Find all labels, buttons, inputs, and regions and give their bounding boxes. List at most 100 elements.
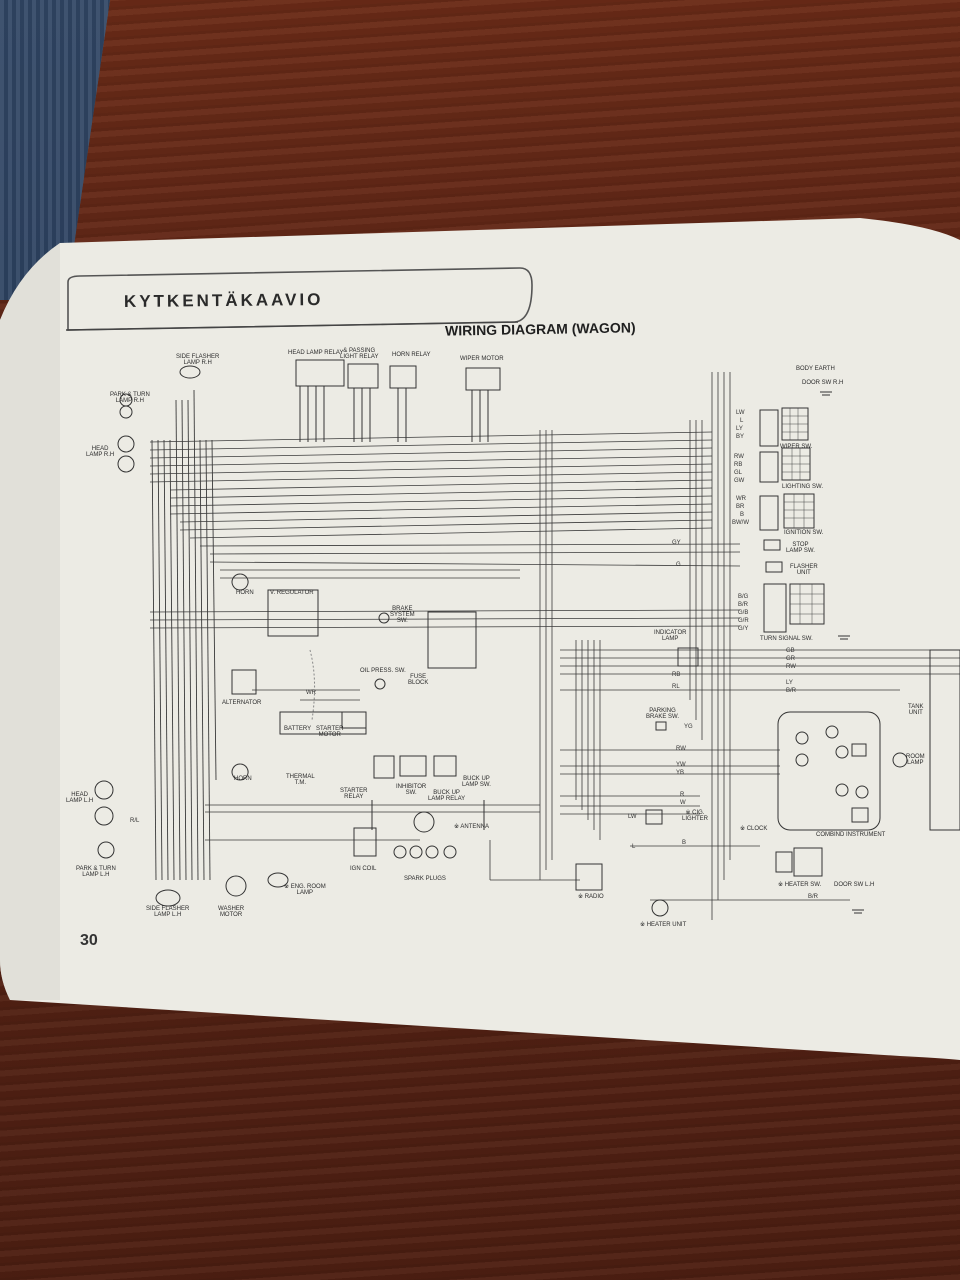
ground-symbols bbox=[820, 391, 864, 914]
wire-code: WR bbox=[306, 690, 316, 696]
label-radio: ※ RADIO bbox=[578, 894, 604, 900]
label-inhibitor-sw: INHIBITOR SW. bbox=[396, 784, 427, 796]
wire-code: GY bbox=[672, 540, 681, 546]
label-horn-relay: HORN RELAY bbox=[392, 352, 431, 358]
label-room-lamp: ROOM LAMP bbox=[906, 754, 925, 766]
wire-code: RL bbox=[672, 684, 680, 690]
wire-code: W bbox=[680, 800, 686, 806]
label-combind-instrument: COMBIND INSTRUMENT bbox=[816, 832, 886, 838]
title-banner bbox=[67, 267, 533, 331]
wire-code: RB bbox=[672, 672, 681, 678]
label-thermal-tm: THERMAL T.M. bbox=[286, 774, 315, 786]
label-tank-unit: TANK UNIT bbox=[908, 704, 924, 716]
wire-code: GR bbox=[786, 656, 795, 662]
wire-code: RW bbox=[734, 454, 744, 460]
wire-code: RW bbox=[676, 746, 686, 752]
header-rule bbox=[65, 321, 519, 331]
wire-code: R bbox=[680, 792, 685, 798]
label-spark-plugs: SPARK PLUGS bbox=[404, 876, 446, 882]
label-lighting-sw: LIGHTING SW. bbox=[782, 484, 824, 490]
lamp-symbols bbox=[94, 365, 908, 917]
wire-code: LW bbox=[736, 410, 745, 416]
wire-code: B bbox=[682, 840, 687, 846]
wire-code: LW bbox=[628, 814, 637, 820]
wire-code: RB bbox=[734, 462, 743, 468]
label-door-sw-rh: DOOR SW R.H bbox=[802, 380, 844, 386]
label-head-lamp-relay: HEAD LAMP RELAY bbox=[288, 350, 344, 356]
switch-matrices bbox=[759, 407, 825, 877]
page-number: 30 bbox=[80, 932, 98, 949]
paper-sheet bbox=[0, 218, 960, 1060]
wire-bus-middle bbox=[149, 609, 960, 901]
wire-code: B/R bbox=[738, 602, 749, 608]
label-starter-motor: STARTER MOTOR bbox=[316, 726, 344, 738]
label-stop-lamp-sw: STOP LAMP SW. bbox=[786, 542, 815, 554]
combination-instrument bbox=[777, 711, 881, 831]
label-wiper-motor: WIPER MOTOR bbox=[460, 356, 504, 362]
wire-code: L bbox=[740, 418, 744, 424]
wire-code: GB bbox=[786, 648, 795, 654]
label-buck-up-lamp-relay: BUCK UP LAMP RELAY bbox=[428, 790, 466, 802]
relay-boxes bbox=[295, 359, 501, 442]
label-starter-relay: STARTER RELAY bbox=[340, 788, 368, 800]
label-parking-brake-sw: PARKING BRAKE SW. bbox=[646, 708, 680, 720]
label-alternator: ALTERNATOR bbox=[222, 700, 262, 706]
wire-code: G bbox=[676, 562, 681, 568]
wire-code: R/L bbox=[130, 818, 140, 824]
label-head-lamp-lh: HEAD LAMP L.H bbox=[66, 792, 94, 804]
label-ignition-sw: IGNITION SW. bbox=[784, 530, 824, 536]
wire-code: BY bbox=[736, 434, 745, 440]
label-horn-1: HORN bbox=[236, 590, 254, 596]
label-door-sw-lh: DOOR SW L.H bbox=[834, 882, 875, 888]
wire-code: GL bbox=[734, 470, 743, 476]
wire-code: WR bbox=[736, 496, 746, 502]
wire-code: LY bbox=[786, 680, 793, 686]
page-title-finnish: KYTKENTÄKAAVIO bbox=[123, 289, 324, 312]
wire-code: G/Y bbox=[738, 626, 749, 632]
label-battery: BATTERY bbox=[284, 726, 312, 732]
switch-grid-lines bbox=[782, 408, 824, 624]
label-v-regulator: V. REGULATOR bbox=[270, 590, 314, 596]
label-oil-press-sw: OIL PRESS. SW. bbox=[360, 668, 406, 674]
label-indicator-lamp: INDICATOR LAMP bbox=[654, 630, 687, 642]
label-flasher-unit: FLASHER UNIT bbox=[790, 564, 818, 576]
label-clock: ※ CLOCK bbox=[740, 826, 768, 832]
wire-code: B/R bbox=[786, 688, 797, 694]
wire-code: GW bbox=[734, 478, 745, 484]
wire-code: B bbox=[740, 512, 745, 518]
label-wiper-sw: WIPER SW. bbox=[780, 444, 813, 450]
label-cig-lighter: ※ CIG. LIGHTER bbox=[682, 810, 709, 822]
component-boxes bbox=[231, 573, 960, 891]
label-fuse-block: FUSE BLOCK bbox=[408, 674, 429, 686]
label-brake-system-sw: BRAKE SYSTEM SW. bbox=[390, 606, 415, 624]
label-side-flasher-lh: SIDE FLASHER LAMP L.H bbox=[146, 906, 190, 918]
wire-code: L bbox=[632, 844, 636, 850]
label-side-flasher-rh: SIDE FLASHER LAMP R.H bbox=[176, 354, 220, 366]
label-buck-up-lamp-sw: BUCK UP LAMP SW. bbox=[462, 776, 491, 788]
label-heater-sw: ※ HEATER SW. bbox=[778, 882, 822, 888]
wire-code: YG bbox=[684, 724, 693, 730]
wire-code: BW/W bbox=[732, 520, 749, 526]
wire-bus-left bbox=[151, 389, 217, 881]
label-washer-motor: WASHER MOTOR bbox=[218, 906, 245, 918]
label-turn-signal-sw: TURN SIGNAL SW. bbox=[760, 636, 813, 642]
wire-code: B/R bbox=[808, 894, 819, 900]
wire-bus-top bbox=[149, 431, 741, 579]
label-horn-2: HORN bbox=[234, 776, 252, 782]
wire-code: B/G bbox=[738, 594, 749, 600]
wire-code: YW bbox=[676, 762, 686, 768]
wire-code: LY bbox=[736, 426, 743, 432]
wire-code: G/B bbox=[738, 610, 749, 616]
wire-code: G/R bbox=[738, 618, 749, 624]
page-title-english: WIRING DIAGRAM (WAGON) bbox=[444, 319, 636, 339]
label-park-turn-rh: PARK & TURN LAMP R.H bbox=[110, 392, 150, 404]
wire-code: YB bbox=[676, 770, 685, 776]
label-eng-room-lamp: ※ ENG. ROOM LAMP bbox=[284, 884, 326, 896]
label-heater-unit: ※ HEATER UNIT bbox=[640, 922, 687, 928]
label-ign-coil: IGN COIL bbox=[350, 866, 377, 872]
wire-code: BR bbox=[736, 504, 745, 510]
label-head-lamp-rh: HEAD LAMP R.H bbox=[86, 446, 115, 458]
wire-code: RW bbox=[786, 664, 796, 670]
